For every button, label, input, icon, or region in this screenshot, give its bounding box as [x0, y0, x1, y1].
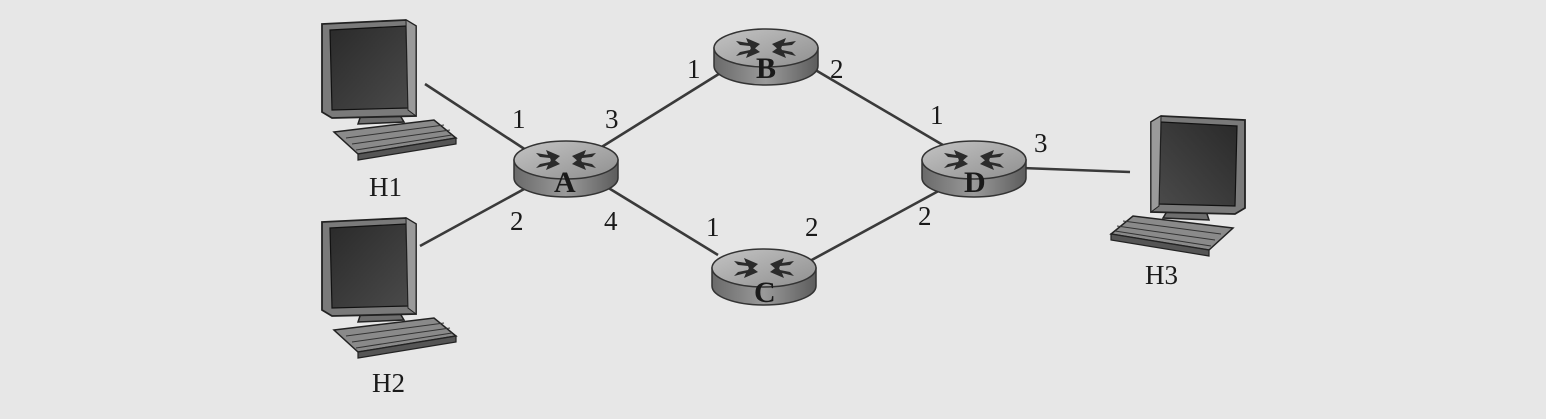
link-a-b	[599, 70, 723, 150]
port-c-d: 2	[805, 212, 819, 242]
computer-icon	[321, 217, 457, 359]
link-a-c	[601, 182, 719, 257]
port-a-h1: 1	[512, 104, 526, 134]
port-d-c: 2	[918, 201, 932, 231]
link-h2-a	[419, 186, 527, 248]
host-h2: H2	[321, 217, 457, 398]
port-d-h3: 3	[1034, 128, 1048, 158]
router-d-label: D	[964, 166, 986, 199]
port-labels: 1 3 2 4 1 2 1 2 1 2 3	[510, 54, 1048, 242]
port-a-c: 4	[604, 206, 618, 236]
host-h1: H1	[321, 19, 457, 202]
link-d-h3	[1021, 166, 1131, 174]
links	[419, 66, 1131, 264]
router-b: B	[713, 28, 819, 86]
port-b-a: 1	[687, 54, 701, 84]
port-c-a: 1	[706, 212, 720, 242]
host-h1-label: H1	[369, 172, 402, 202]
port-b-d: 2	[830, 54, 844, 84]
router-b-label: B	[756, 52, 776, 85]
host-h3-label: H3	[1145, 260, 1178, 290]
link-b-d	[811, 66, 949, 150]
router-c: C	[711, 248, 817, 309]
port-a-h2: 2	[510, 206, 524, 236]
router-c-label: C	[754, 276, 776, 309]
host-h2-label: H2	[372, 368, 405, 398]
port-d-b: 1	[930, 100, 944, 130]
router-a: A	[513, 140, 619, 199]
computer-icon	[1110, 115, 1246, 257]
link-c-d	[807, 186, 945, 264]
router-a-label: A	[554, 166, 576, 199]
link-h1-a	[424, 82, 527, 152]
router-d: D	[921, 140, 1027, 199]
host-h3: H3	[1110, 115, 1246, 290]
port-a-b: 3	[605, 104, 619, 134]
